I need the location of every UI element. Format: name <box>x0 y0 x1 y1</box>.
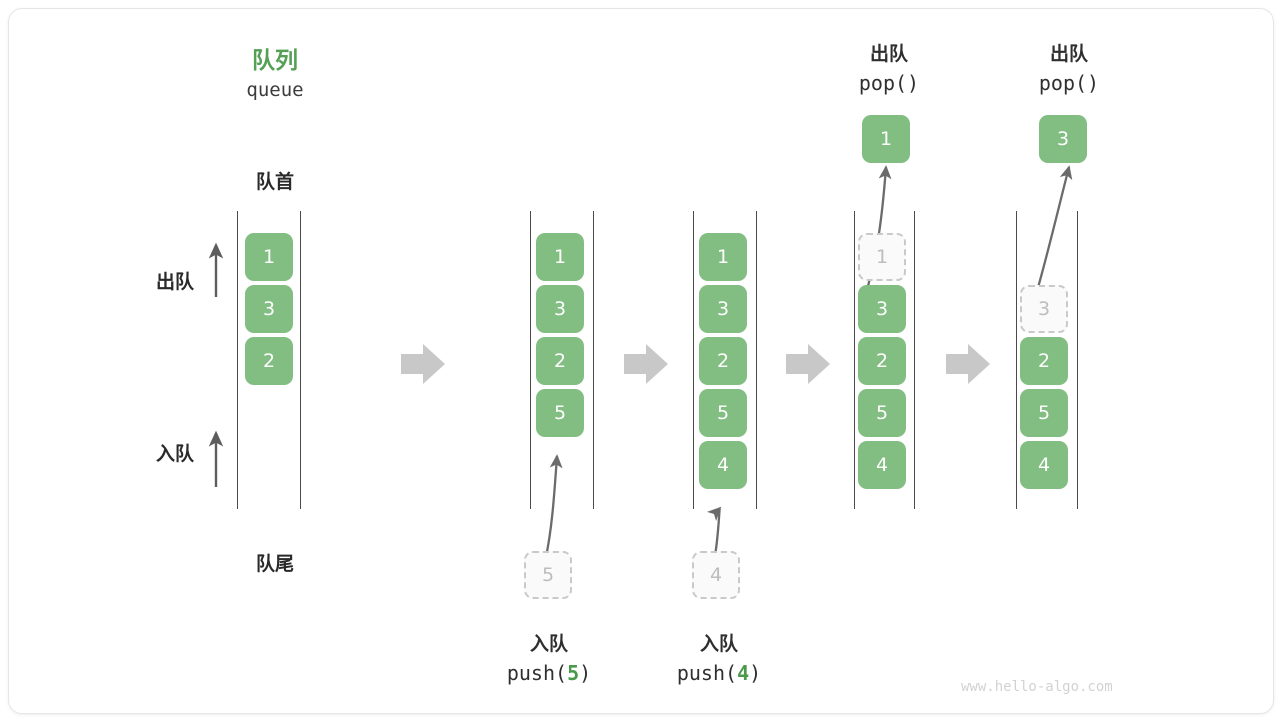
queue-cell: 2 <box>536 337 584 385</box>
queue-cell-new: 5 <box>536 389 584 437</box>
front-label: 队首 <box>255 172 294 193</box>
arrow-overlay <box>208 165 1073 563</box>
diagram-card: 队列 queue 队首 队尾 出队 入队 1 3 2 1 3 2 5 5 入队 … <box>8 8 1274 714</box>
queue-cell: 4 <box>1020 441 1068 489</box>
queue-cell: 5 <box>1020 389 1068 437</box>
pending-push-value: 5 <box>524 551 572 599</box>
rail-left <box>854 211 855 509</box>
push-5-label-cn: 入队 <box>529 634 568 655</box>
popped-value-cell: 1 <box>862 115 910 163</box>
queue-cell: 2 <box>1020 337 1068 385</box>
queue-cell: 1 <box>245 233 293 281</box>
rail-right <box>593 211 594 509</box>
queue-cell: 2 <box>245 337 293 385</box>
queue-cell: 1 <box>699 233 747 281</box>
pop-1-label-cn: 出队 <box>869 44 908 65</box>
push-5-arrow <box>543 454 563 563</box>
rail-right <box>914 211 915 509</box>
queue-cell: 5 <box>858 389 906 437</box>
queue-cell: 5 <box>699 389 747 437</box>
pop-1-label-code: pop() <box>858 71 920 95</box>
enqueue-side-label: 入队 <box>155 444 194 465</box>
separator-arrow-2 <box>624 344 668 384</box>
queue-cell: 3 <box>536 285 584 333</box>
page-subtitle: queue <box>246 79 304 101</box>
vacated-slot: 3 <box>1020 285 1068 333</box>
pop-3-arrow <box>1033 165 1073 299</box>
vacated-slot: 1 <box>858 233 906 281</box>
pop-3-label-cn: 出队 <box>1049 44 1088 65</box>
separator-arrow-3 <box>786 344 830 384</box>
diagram-stage: 队列 queue 队首 队尾 出队 入队 1 3 2 1 3 2 5 5 入队 … <box>9 9 1273 713</box>
push-4-label-code: push(4) <box>644 661 794 685</box>
rail-right <box>1077 211 1078 509</box>
code-arg: 4 <box>737 661 750 685</box>
push-5-label-code: push(5) <box>474 661 624 685</box>
code-suffix: ) <box>579 661 592 685</box>
rail-right <box>756 211 757 509</box>
rail-right <box>300 211 301 509</box>
queue-cell: 4 <box>858 441 906 489</box>
queue-cell: 3 <box>858 285 906 333</box>
code-prefix: push( <box>506 661 568 685</box>
rail-left <box>1016 211 1017 509</box>
queue-cell: 2 <box>858 337 906 385</box>
queue-cell: 3 <box>699 285 747 333</box>
pending-push-value: 4 <box>692 551 740 599</box>
rear-label: 队尾 <box>255 554 294 575</box>
rail-left <box>237 211 238 509</box>
watermark: www.hello-algo.com <box>961 679 1113 695</box>
code-arg: 5 <box>567 661 580 685</box>
queue-cell: 2 <box>699 337 747 385</box>
dequeue-side-label: 出队 <box>155 272 194 293</box>
queue-cell: 1 <box>536 233 584 281</box>
queue-cell-new: 4 <box>699 441 747 489</box>
separator-arrow-1 <box>401 344 445 384</box>
separator-arrow-4 <box>946 344 990 384</box>
rail-left <box>693 211 694 509</box>
pop-3-label-code: pop() <box>1038 71 1100 95</box>
page-title: 队列 <box>252 47 298 73</box>
code-suffix: ) <box>749 661 762 685</box>
code-prefix: push( <box>676 661 738 685</box>
queue-cell: 3 <box>245 285 293 333</box>
rail-left <box>530 211 531 509</box>
popped-value-cell: 3 <box>1039 115 1087 163</box>
push-4-label-cn: 入队 <box>699 634 738 655</box>
